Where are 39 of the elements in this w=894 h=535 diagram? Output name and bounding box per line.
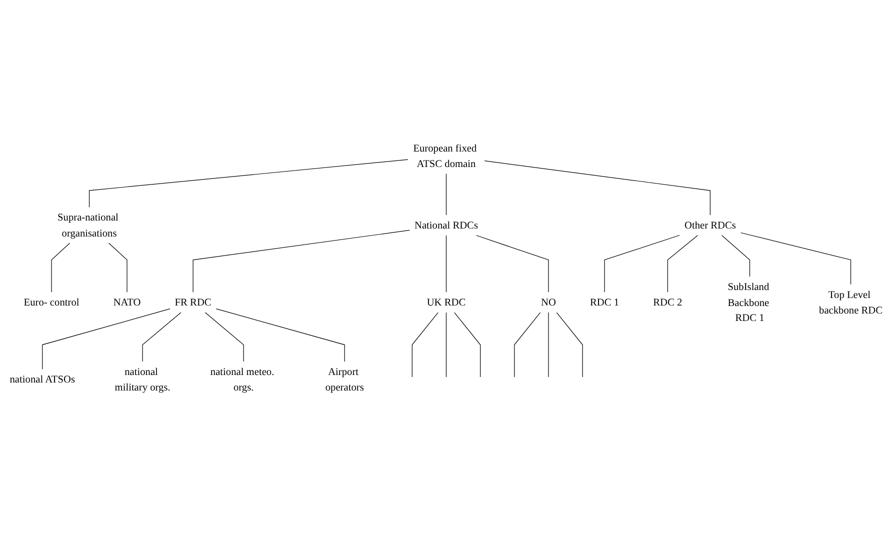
node-text: National RDCs bbox=[414, 219, 478, 231]
node-text: RDC 1 bbox=[590, 296, 620, 308]
node-text: UK RDC bbox=[426, 296, 466, 308]
node-text: FR RDC bbox=[174, 296, 212, 308]
node-text: national meteo. orgs. bbox=[210, 366, 274, 393]
node-text: Airport operators bbox=[325, 366, 364, 393]
connector bbox=[556, 312, 583, 378]
connector bbox=[88, 159, 408, 208]
node-text: Top Level backbone RDC bbox=[819, 288, 883, 316]
connector bbox=[108, 242, 128, 292]
node-text: Euro- control bbox=[24, 296, 80, 308]
node-text: NO bbox=[541, 296, 556, 308]
connector bbox=[142, 312, 182, 362]
connector bbox=[604, 234, 680, 292]
connector bbox=[204, 312, 244, 362]
connector bbox=[454, 312, 481, 378]
node-text: national military orgs. bbox=[114, 366, 170, 393]
connector bbox=[412, 312, 438, 378]
connector bbox=[192, 230, 410, 292]
connector bbox=[216, 308, 345, 362]
connector bbox=[446, 312, 447, 378]
connector bbox=[476, 234, 549, 292]
connector bbox=[484, 160, 710, 216]
connector bbox=[446, 173, 447, 216]
connector bbox=[51, 242, 70, 292]
node-text: European fixed ATSC domain bbox=[413, 142, 477, 170]
node-text: SubIsland Backbone RDC 1 bbox=[728, 280, 770, 324]
connector bbox=[514, 312, 541, 378]
connector bbox=[722, 234, 750, 277]
node-text: RDC 2 bbox=[653, 296, 682, 308]
connector bbox=[548, 312, 549, 378]
node-text: national ATSOs bbox=[10, 373, 75, 385]
node-text: Other RDCs bbox=[684, 219, 736, 231]
connector bbox=[740, 232, 852, 285]
connector bbox=[446, 234, 447, 292]
connector bbox=[667, 234, 698, 292]
node-text: NATO bbox=[113, 296, 141, 308]
node-text: Supra-national organisations bbox=[58, 211, 118, 238]
connector bbox=[42, 308, 170, 370]
